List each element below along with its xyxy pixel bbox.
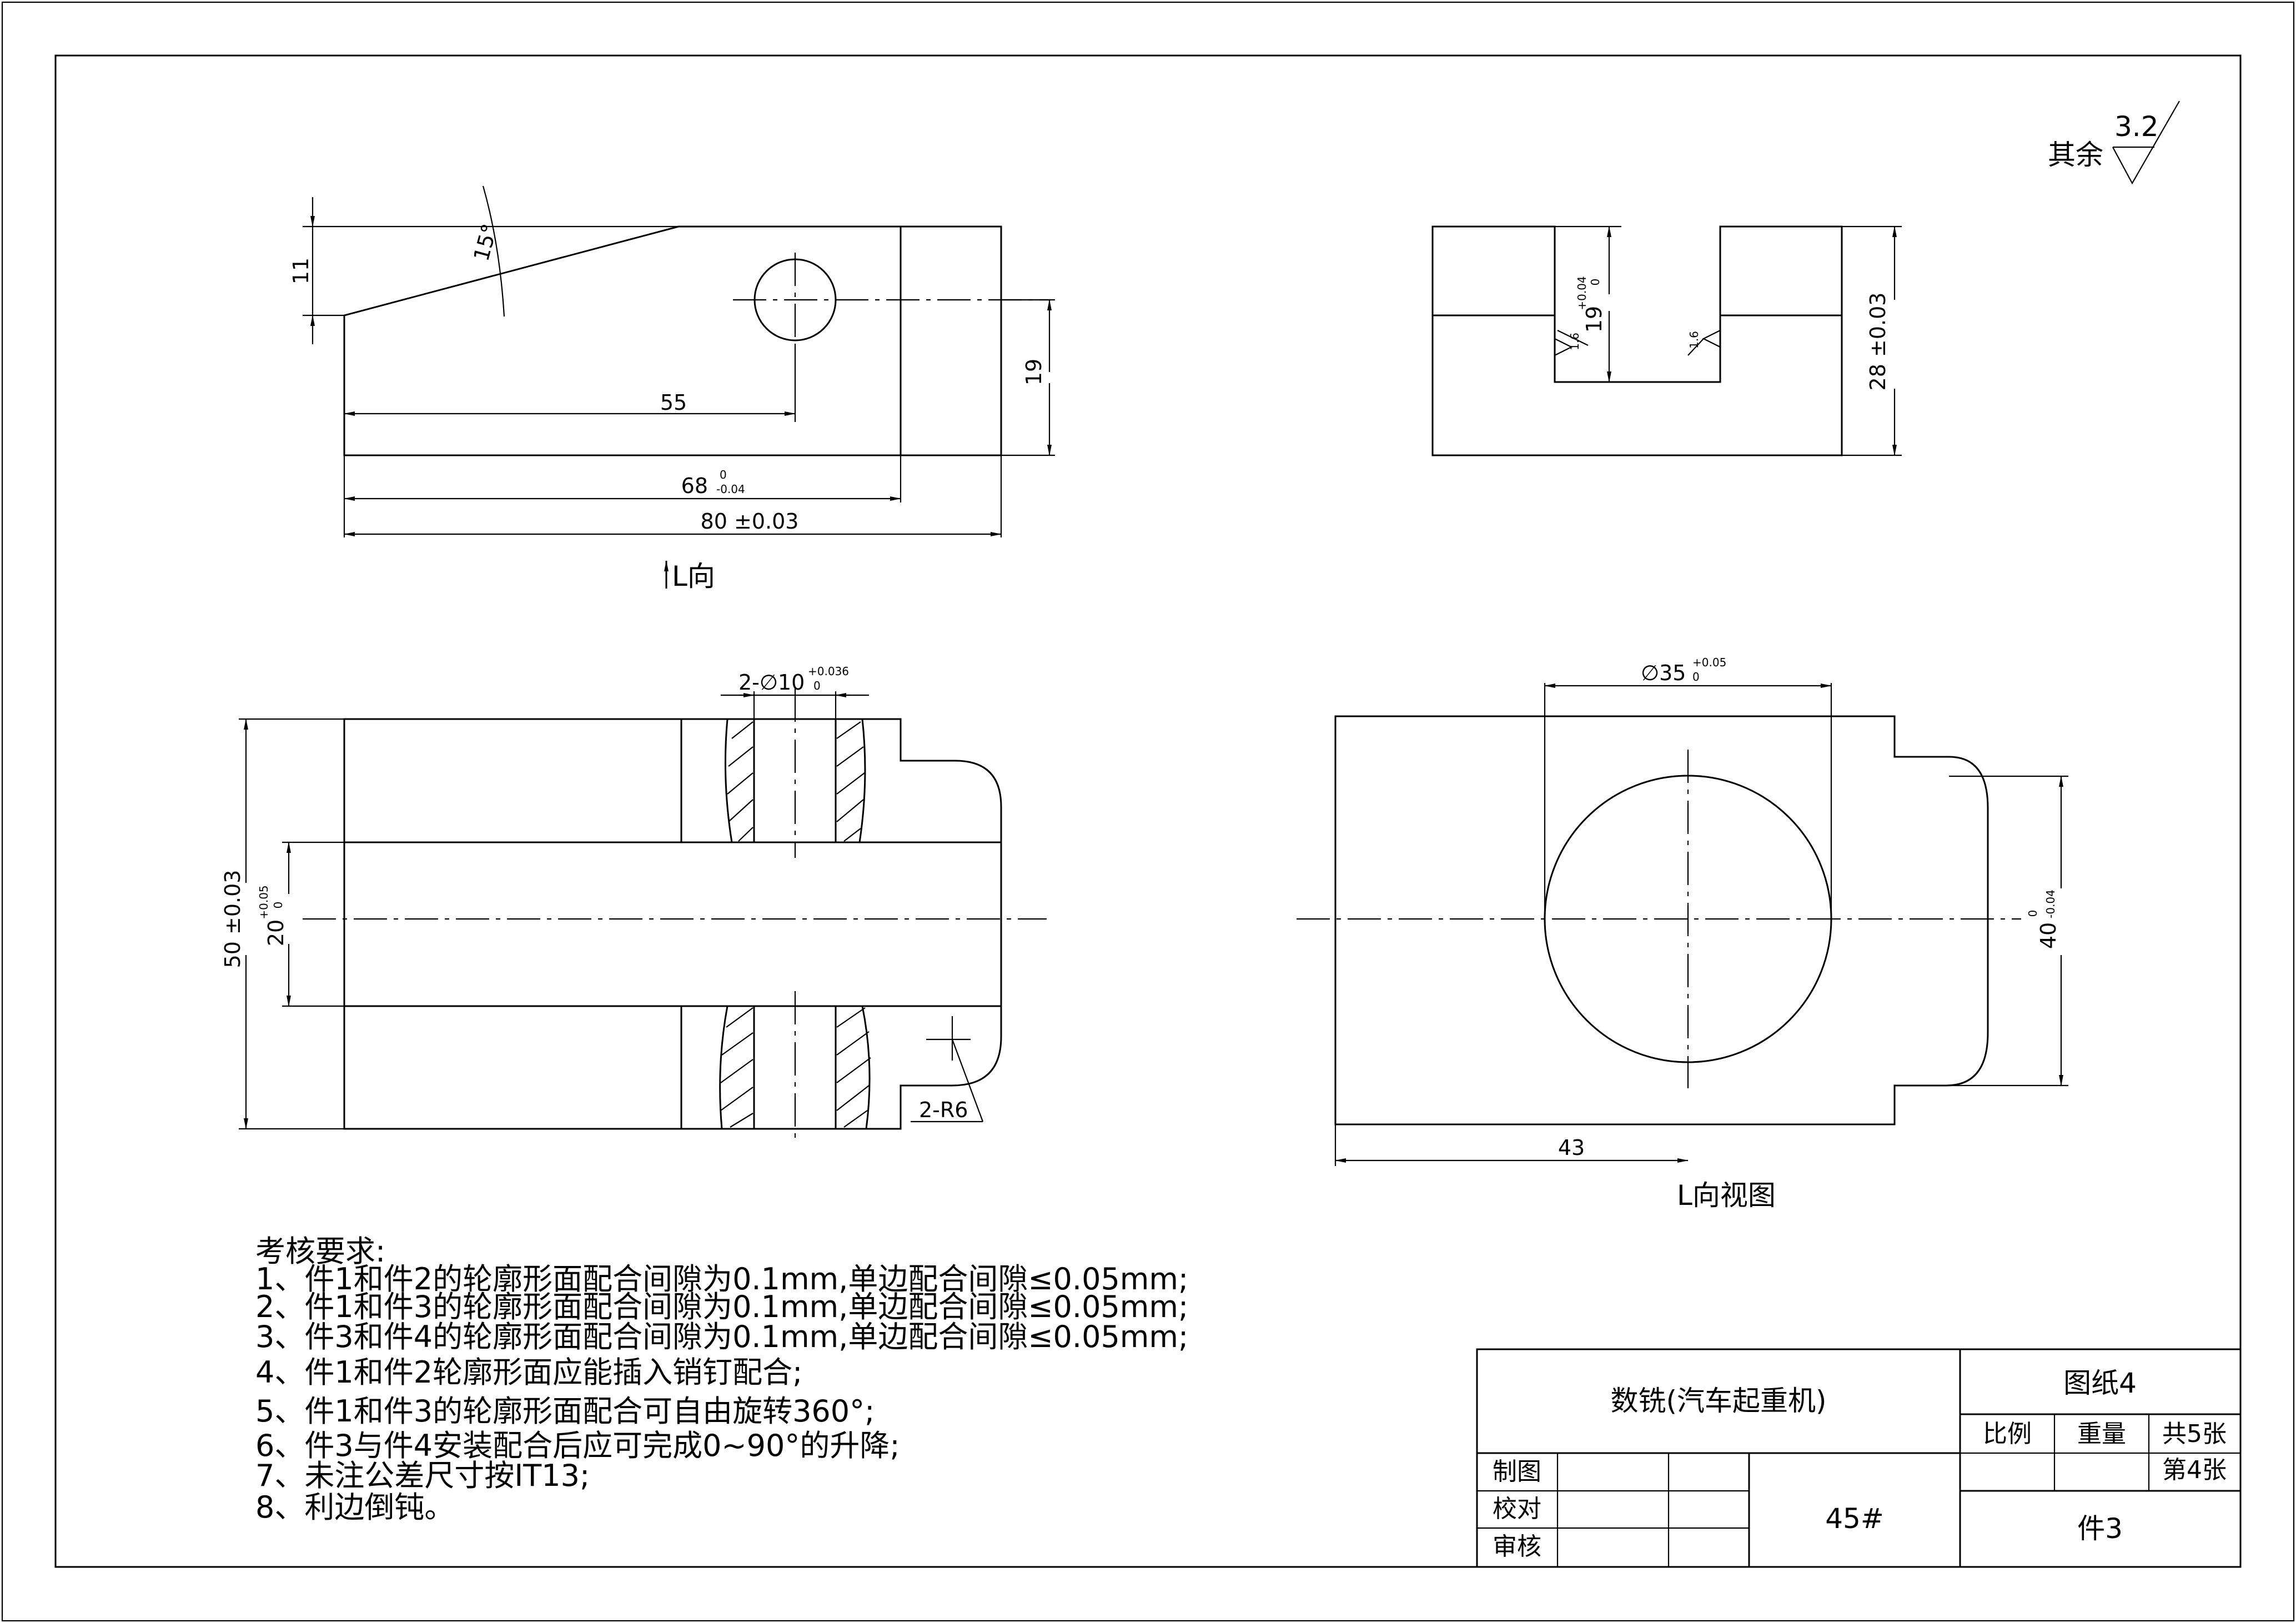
dim-15-deg: 15° [469, 221, 502, 263]
note-item-1: 1、件1和件2的轮廓形面配合间隙为0.1mm,单边配合间隙≤0.05mm; [255, 1262, 1188, 1297]
part-name: 件3 [2077, 1513, 2123, 1545]
general-roughness-symbol: 其余 3.2 [2048, 101, 2180, 185]
dim-50: 50 ±0.03 [220, 870, 245, 968]
side-dim-19: 19 [1582, 306, 1606, 333]
roughness-value: 3.2 [2114, 110, 2159, 143]
drawing-frame [54, 54, 2242, 1568]
dim-40-tol-upper: 0 [2026, 910, 2039, 917]
notes-heading: 考核要求: [255, 1234, 385, 1269]
note-item-8: 8、利边倒钝。 [255, 1490, 454, 1525]
checked-label: 校对 [1493, 1495, 1541, 1523]
note-item-7: 7、未注公差尺寸按IT13; [255, 1458, 590, 1493]
roughness-symbol-right: 1.6 [1687, 330, 1721, 356]
drawing-number: 图纸4 [2063, 1367, 2137, 1399]
dim-20-tol-upper: +0.05 [257, 885, 270, 919]
l-direction-view: ∅35 +0.05 0 40 0 -0.04 43 L向视图 [1297, 656, 2068, 1212]
dim-68-tol-lower: -0.04 [716, 483, 745, 496]
dim-80: 80 ±0.03 [701, 509, 799, 534]
title-block-title: 数铣(汽车起重机) [1610, 1385, 1826, 1417]
dim-35-tol-upper: +0.05 [1692, 656, 1726, 669]
dim-20: 20 [264, 919, 288, 946]
dim-35: ∅35 [1641, 661, 1686, 685]
side-view: 19 +0.04 0 28 ±0.03 1.6 1.6 [1431, 225, 1902, 456]
note-item-4: 4、件1和件2轮廓形面应能插入销钉配合; [255, 1355, 802, 1390]
side-dim-19-tol-lower: 0 [1589, 279, 1602, 286]
note-item-2: 2、件1和件3的轮廓形面配合间隙为0.1mm,单边配合间隙≤0.05mm; [255, 1289, 1188, 1324]
dim-40-tol-lower: -0.04 [2044, 890, 2057, 918]
scale-label: 比例 [1983, 1420, 2032, 1448]
drawn-label: 制图 [1493, 1458, 1541, 1486]
total-sheets: 共5张 [2162, 1420, 2227, 1448]
dim-hole-tol-upper: +0.036 [808, 665, 849, 678]
sheet-number: 第4张 [2162, 1456, 2227, 1484]
front-view: 11 15° 19 55 68 0 -0.04 80 ±0.03 L向 [289, 185, 1055, 592]
svg-text:1.6: 1.6 [1687, 331, 1701, 349]
dim-11: 11 [289, 258, 313, 284]
note-item-5: 5、件1和件3的轮廓形面配合可自由旋转360°; [255, 1394, 875, 1429]
title-block: 数铣(汽车起重机) 图纸4 比例 重量 共5张 第4张 制图 校对 审核 45#… [1476, 1348, 2242, 1568]
side-dim-19-tol-upper: +0.04 [1575, 276, 1589, 310]
dim-hole: 2-∅10 [738, 670, 805, 695]
material: 45# [1825, 1503, 1884, 1535]
roughness-prefix: 其余 [2048, 139, 2103, 171]
dim-35-tol-lower: 0 [1692, 670, 1700, 684]
dim-55: 55 [660, 390, 687, 415]
approved-label: 审核 [1493, 1532, 1541, 1561]
dim-43: 43 [1558, 1135, 1585, 1160]
dim-r6: 2-R6 [919, 1098, 968, 1122]
dim-hole-tol-lower: 0 [813, 679, 821, 692]
view-arrow-label: L向 [672, 560, 715, 592]
dim-20-tol-lower: 0 [272, 902, 285, 909]
weight-label: 重量 [2077, 1420, 2126, 1448]
note-item-6: 6、件3与件4安装配合后应可完成0~90°的升降; [255, 1428, 900, 1463]
roughness-symbol-left: 1.6 [1554, 330, 1589, 356]
section-hatching [720, 721, 871, 1128]
dim-68: 68 [681, 474, 708, 498]
dim-19: 19 [1022, 359, 1046, 385]
dim-40: 40 [2036, 922, 2061, 949]
side-dim-28: 28 ±0.03 [1866, 293, 1890, 391]
technical-requirements: 考核要求: 1、件1和件2的轮廓形面配合间隙为0.1mm,单边配合间隙≤0.05… [255, 1234, 1188, 1525]
top-view: 2-R6 2-∅10 +0.036 0 50 ±0.03 20 +0.05 0 [220, 665, 1047, 1144]
dim-68-tol-upper: 0 [720, 468, 727, 481]
svg-text:1.6: 1.6 [1568, 333, 1581, 350]
note-item-3: 3、件3和件4的轮廓形面配合间隙为0.1mm,单边配合间隙≤0.05mm; [255, 1319, 1188, 1354]
l-view-caption: L向视图 [1677, 1179, 1776, 1212]
